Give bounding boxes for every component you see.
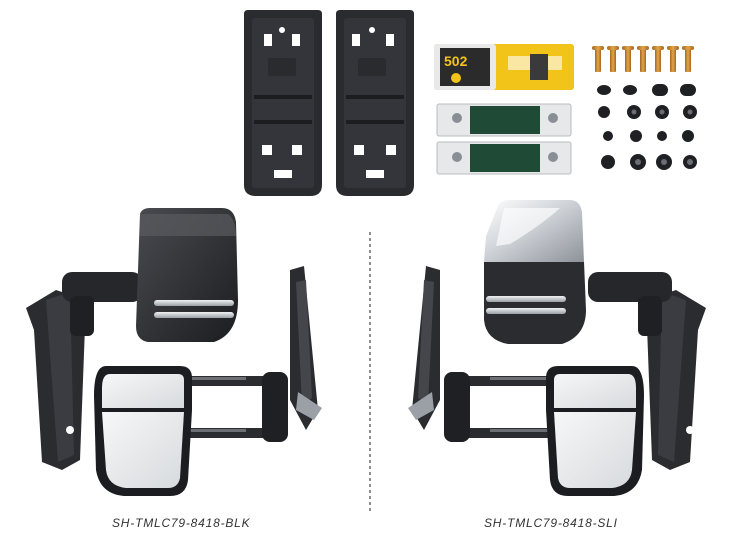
product-sku-silver: SH-TMLC79-8418-SLI (484, 516, 618, 530)
grommet-set (597, 84, 697, 170)
adhesive-label: 502 (444, 53, 468, 69)
foam-tape-pad (436, 141, 572, 175)
product-sku-black: SH-TMLC79-8418-BLK (112, 516, 251, 530)
mounting-bracket-right (336, 10, 414, 196)
mounting-bracket-left (244, 10, 322, 196)
foam-tape-pad (436, 103, 572, 137)
tow-mirror-silver (408, 200, 706, 496)
adhesive-tube: 502 (434, 44, 574, 90)
tow-mirror-black (26, 208, 322, 496)
screw-set (592, 46, 694, 72)
